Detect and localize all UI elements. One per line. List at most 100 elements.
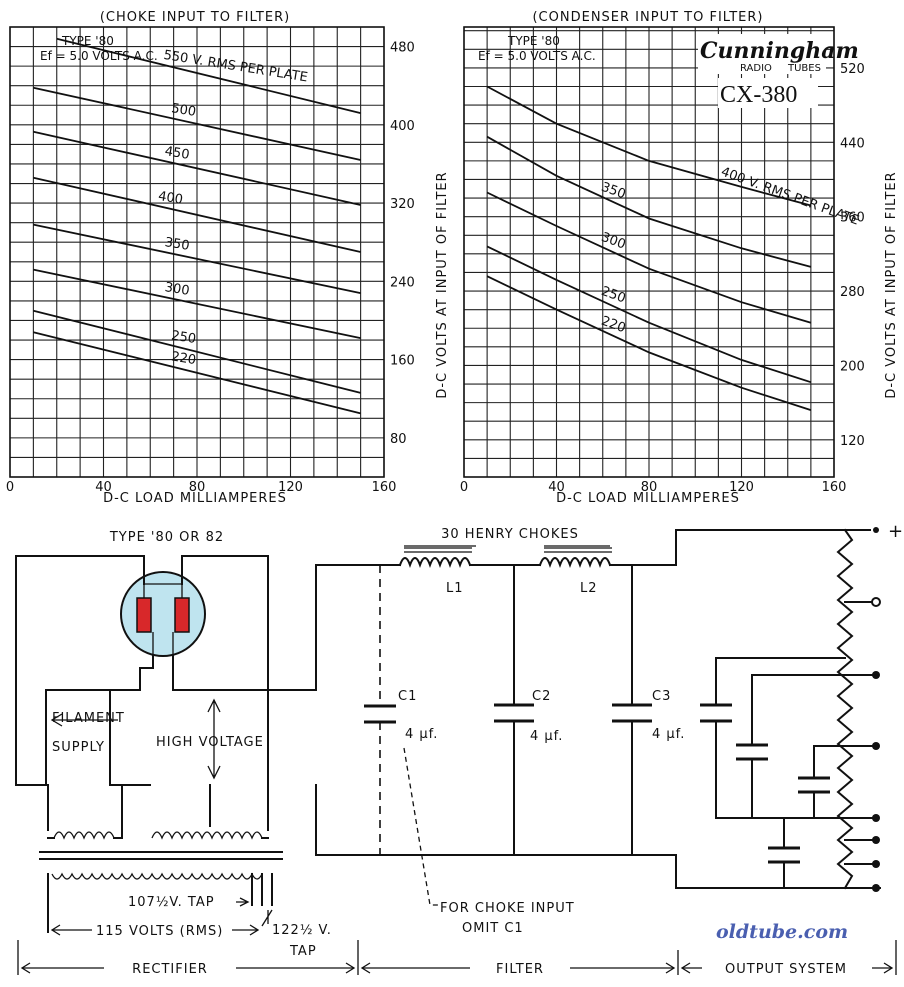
choke-curve-6: [33, 309, 361, 394]
c1-label: C1: [398, 689, 417, 704]
tap-122-label: 122½ V.: [272, 923, 332, 938]
condenser-series-label: 220: [599, 314, 627, 337]
choke-y-tick-label: 160: [390, 354, 415, 369]
right-ylabel: D-C VOLTS AT INPUT OF FILTER: [884, 171, 899, 398]
choke-chart-ef-label: Ef = 5.0 VOLTS A.C.: [40, 49, 158, 63]
high-voltage-label: HIGH VOLTAGE: [156, 735, 264, 750]
choke-input-chart: (CHOKE INPUT TO FILTER) TYPE '80 Ef = 5.…: [6, 10, 415, 506]
condenser-curve-4: [486, 275, 812, 411]
condenser-y-tick-label: 520: [840, 62, 865, 77]
condenser-chart-ef-label: Ef = 5.0 VOLTS A.C.: [478, 49, 596, 63]
condenser-chart-ticks: 0 40 80 120 160 120 200 280 360 440 520: [460, 62, 865, 495]
condenser-x-tick-label: 120: [729, 480, 754, 495]
condenser-x-tick-label: 160: [822, 480, 847, 495]
brand-name: Cunningham: [700, 38, 859, 64]
condenser-curve-3: [486, 245, 812, 384]
condenser-curve-2: [486, 191, 812, 324]
choke-series-label: 400: [157, 189, 184, 208]
section-rectifier: RECTIFIER: [132, 962, 208, 977]
condenser-x-tick-label: 80: [641, 480, 658, 495]
condenser-series-label: 350: [599, 180, 627, 203]
section-filter: FILTER: [496, 962, 544, 977]
choke-series-label: 300: [164, 280, 191, 299]
choke-curve-0: [56, 37, 361, 114]
cunningham-logo: Cunningham RADIO TUBES CX-380: [698, 34, 859, 108]
choke-curve-1: [33, 86, 361, 161]
c3-label: C3: [652, 689, 671, 704]
choke-x-tick-label: 80: [189, 480, 206, 495]
condenser-series-label: 300: [599, 230, 627, 253]
rectifier-filter-schematic: TYPE '80 OR 82 FILAMENT SUPPLY HIGH VOLT…: [15, 521, 903, 977]
l1-label: L1: [446, 581, 464, 596]
tube-model: CX-380: [720, 82, 797, 108]
section-output-system: OUTPUT SYSTEM: [725, 962, 847, 977]
rectifier-tube-symbol: [120, 571, 206, 657]
watermark: oldtube.com: [716, 921, 848, 943]
condenser-chart-type-label: TYPE '80: [507, 34, 560, 48]
choke-plot-frame: [9, 26, 385, 478]
choke-curve-4: [33, 223, 361, 294]
l2-label: L2: [580, 581, 598, 596]
condenser-y-tick-label: 200: [840, 359, 865, 374]
choke-y-tick-label: 240: [390, 275, 415, 290]
choke-series-label: 550 V. RMS PER PLATE: [162, 48, 308, 86]
power-transformer-symbol: [39, 784, 283, 933]
choke-l1-symbol: [398, 547, 472, 568]
choke-chart-title: (CHOKE INPUT TO FILTER): [100, 10, 290, 25]
condenser-y-tick-label: 280: [840, 285, 865, 300]
c2-label: C2: [532, 689, 551, 704]
choke-curve-5: [33, 268, 361, 339]
tube-type-label: TYPE '80 OR 82: [109, 530, 224, 545]
choke-x-tick-label: 160: [372, 480, 397, 495]
condenser-curve-0: [486, 85, 812, 207]
choke-input-note-1: FOR CHOKE INPUT: [440, 901, 575, 916]
output-terminals: [871, 527, 881, 892]
volts-115-label: 115 VOLTS (RMS): [96, 924, 223, 939]
c2-value: 4 μf.: [530, 729, 563, 744]
choke-curve-2: [33, 130, 361, 206]
choke-x-tick-label: 0: [6, 480, 14, 495]
choke-curve-3: [33, 176, 361, 253]
choke-l2-symbol: [538, 547, 612, 568]
condenser-chart-xlabel: D-C LOAD MILLIAMPERES: [556, 491, 740, 506]
choke-series-label: 250: [170, 328, 197, 347]
choke-series-label: 350: [164, 235, 191, 254]
voltage-divider-resistor: [836, 528, 854, 890]
condenser-series-label: 250: [599, 284, 627, 307]
condenser-y-tick-label: 360: [840, 211, 865, 226]
choke-y-tick-label: 320: [390, 197, 415, 212]
c3-value: 4 μf.: [652, 727, 685, 742]
choke-curve-7: [33, 331, 361, 415]
choke-x-tick-label: 40: [95, 480, 112, 495]
choke-series-label: 450: [164, 144, 191, 163]
brand-sub-radio: RADIO: [740, 63, 772, 74]
supply-label: SUPPLY: [52, 740, 105, 755]
left-ylabel: D-C VOLTS AT INPUT OF FILTER: [435, 171, 450, 398]
choke-series-label: 500: [170, 101, 197, 120]
chokes-label: 30 HENRY CHOKES: [441, 527, 579, 542]
tap-122-word: TAP: [289, 944, 317, 959]
choke-chart-type-label: TYPE '80: [61, 34, 114, 48]
condenser-x-tick-label: 40: [548, 480, 565, 495]
condenser-y-tick-label: 440: [840, 136, 865, 151]
condenser-plot-frame: [463, 26, 835, 478]
choke-input-note-2: OMIT C1: [462, 921, 524, 936]
brand-sub-tubes: TUBES: [787, 63, 821, 74]
choke-y-tick-label: 80: [390, 432, 407, 447]
choke-x-tick-label: 120: [278, 480, 303, 495]
choke-y-tick-label: 400: [390, 119, 415, 134]
choke-series-label: 220: [170, 349, 197, 368]
condenser-chart-title: (CONDENSER INPUT TO FILTER): [532, 10, 763, 25]
choke-chart-ticks: 0 40 80 120 160 80 160 240 320 400 480: [6, 41, 415, 495]
choke-y-tick-label: 480: [390, 41, 415, 56]
condenser-y-tick-label: 120: [840, 434, 865, 449]
condenser-curve-1: [486, 135, 812, 268]
filament-label: FILAMENT: [52, 711, 125, 726]
condenser-x-tick-label: 0: [460, 480, 468, 495]
choke-chart-xlabel: D-C LOAD MILLIAMPERES: [103, 491, 287, 506]
tap-107-label: 107½V. TAP: [128, 895, 215, 910]
positive-terminal-sign: +: [888, 521, 903, 542]
